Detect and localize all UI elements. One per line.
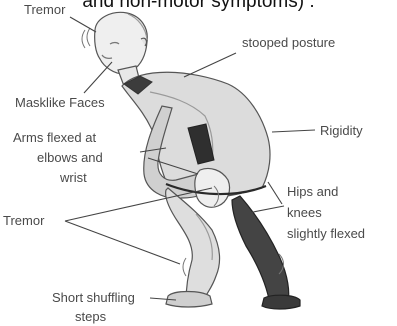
label-arms-line3: wrist [60, 170, 87, 185]
label-masklike-faces: Masklike Faces [15, 95, 105, 110]
label-tremor-head: Tremor [24, 2, 65, 17]
label-rigidity: Rigidity [320, 123, 363, 138]
label-steps-line2: steps [75, 309, 106, 324]
label-hips-line2: knees [287, 205, 322, 220]
label-hips-line1: Hips and [287, 184, 338, 199]
label-arms-line1: Arms flexed at [13, 130, 96, 145]
back-leg [232, 196, 289, 304]
label-hips-line3: slightly flexed [287, 226, 365, 241]
label-steps-line1: Short shuffling [52, 290, 135, 305]
label-tremor-limbs: Tremor [3, 213, 44, 228]
label-stooped-posture: stooped posture [242, 35, 335, 50]
head [95, 12, 148, 74]
back-shoe [262, 295, 300, 309]
label-arms-line2: elbows and [37, 150, 103, 165]
